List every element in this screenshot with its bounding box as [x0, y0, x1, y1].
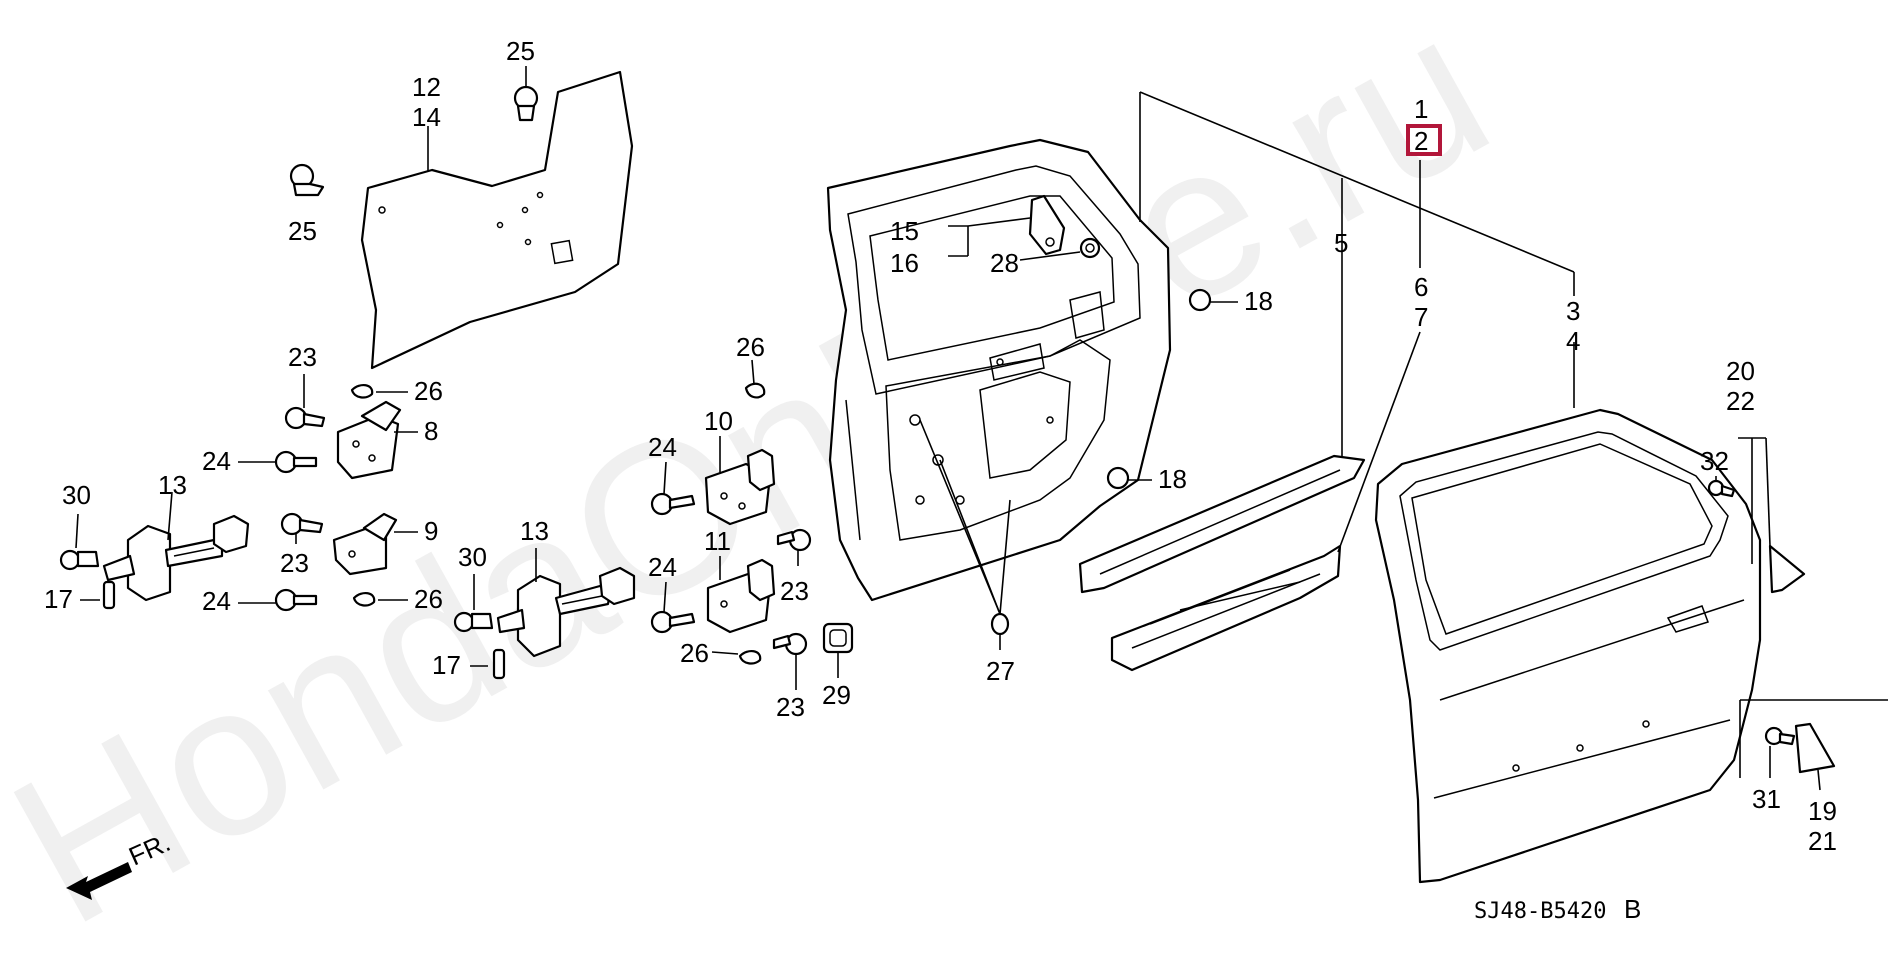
bolt-23-center-upper[interactable] [776, 528, 812, 552]
callout-5[interactable]: 5 [1334, 228, 1348, 258]
callout-28[interactable]: 28 [990, 248, 1019, 278]
bolt-24-center-lower[interactable] [650, 610, 696, 634]
callout-31[interactable]: 31 [1752, 784, 1781, 814]
callout-11[interactable]: 11 [704, 526, 731, 556]
door-insulation-panel[interactable] [360, 70, 634, 370]
callout-12[interactable]: 12 [412, 72, 441, 102]
clip-26-c[interactable] [744, 382, 766, 399]
callout-labels: 1 2 3 4 5 6 7 8 9 10 11 12 14 13 13 15 1… [44, 36, 1837, 856]
pin-17-center[interactable] [492, 648, 506, 680]
door-checker-13-left[interactable] [102, 514, 250, 602]
clip-26-d[interactable] [738, 650, 762, 665]
callout-30-left[interactable]: 30 [62, 480, 91, 510]
bolt-30-center[interactable] [453, 611, 494, 633]
diagram-code: SJ48-B5420 [1474, 899, 1606, 924]
callout-23-b[interactable]: 23 [280, 548, 309, 578]
callout-23-c[interactable]: 23 [780, 576, 809, 606]
clip-18-upper[interactable] [1188, 288, 1212, 312]
bolt-23-center-lower[interactable] [772, 632, 808, 656]
clip-25-left[interactable] [289, 163, 325, 197]
callout-20[interactable]: 20 [1726, 356, 1755, 386]
clip-26-a[interactable] [350, 384, 374, 399]
callout-23-d[interactable]: 23 [776, 692, 805, 722]
highlight-frame [1406, 124, 1442, 156]
callout-23-a[interactable]: 23 [288, 342, 317, 372]
clip-25-top[interactable] [513, 85, 539, 122]
callout-19[interactable]: 19 [1808, 796, 1837, 826]
callout-8[interactable]: 8 [424, 416, 438, 446]
clip-28[interactable] [1079, 237, 1101, 259]
callout-17-center[interactable]: 17 [432, 650, 461, 680]
callout-10[interactable]: 10 [704, 406, 733, 436]
clip-18-lower[interactable] [1106, 466, 1130, 490]
callout-27[interactable]: 27 [986, 656, 1015, 686]
window-molding-6-7[interactable] [1110, 544, 1342, 672]
callout-13-left[interactable]: 13 [158, 470, 187, 500]
callout-24-c[interactable]: 24 [648, 432, 677, 462]
bolt-24-center-upper[interactable] [650, 492, 696, 516]
callout-26-a[interactable]: 26 [414, 376, 443, 406]
callout-25-top[interactable]: 25 [506, 36, 535, 66]
callout-24-a[interactable]: 24 [202, 446, 231, 476]
bolt-23-upper-left[interactable] [284, 406, 326, 430]
hinge-8[interactable] [336, 400, 402, 480]
bolt-23-lower-left[interactable] [280, 512, 324, 536]
bolt-24-upper-left[interactable] [274, 450, 318, 474]
callout-16[interactable]: 16 [890, 248, 919, 278]
callout-26-c[interactable]: 26 [736, 332, 765, 362]
callout-22[interactable]: 22 [1726, 386, 1755, 416]
rear-door-inner-frame[interactable] [826, 138, 1172, 602]
callout-21[interactable]: 21 [1808, 826, 1837, 856]
clip-31[interactable] [1764, 726, 1796, 746]
door-checker-13-center[interactable] [496, 566, 636, 658]
grommet-29[interactable] [822, 622, 854, 654]
clip-32[interactable] [1707, 479, 1736, 498]
callout-24-b[interactable]: 24 [202, 586, 231, 616]
callout-2[interactable]: 2 [1414, 126, 1428, 156]
bracket-15[interactable] [1028, 194, 1066, 256]
trim-19[interactable] [1794, 722, 1836, 774]
callout-29[interactable]: 29 [822, 680, 851, 710]
callout-7[interactable]: 7 [1414, 302, 1428, 332]
callout-17-left[interactable]: 17 [44, 584, 73, 614]
callout-13-center[interactable]: 13 [520, 516, 549, 546]
rear-door-outer-shell[interactable] [1374, 408, 1762, 884]
callout-26-d[interactable]: 26 [680, 638, 709, 668]
callout-4[interactable]: 4 [1566, 326, 1580, 356]
callout-15[interactable]: 15 [890, 216, 919, 246]
callout-9[interactable]: 9 [424, 516, 438, 546]
sash-molding-5[interactable] [1078, 454, 1366, 594]
callout-18-upper[interactable]: 18 [1244, 286, 1273, 316]
callout-14[interactable]: 14 [412, 102, 441, 132]
bolt-24-lower-left[interactable] [274, 588, 318, 612]
hinge-10[interactable] [704, 448, 776, 526]
trim-20[interactable] [1768, 544, 1806, 594]
callout-18-lower[interactable]: 18 [1158, 464, 1187, 494]
bolt-30-left[interactable] [59, 549, 100, 571]
callout-24-d[interactable]: 24 [648, 552, 677, 582]
callout-30-center[interactable]: 30 [458, 542, 487, 572]
callout-32[interactable]: 32 [1700, 446, 1729, 476]
callout-1[interactable]: 1 [1414, 94, 1428, 124]
clip-26-b[interactable] [352, 592, 376, 607]
diagram-variant: B [1624, 894, 1641, 924]
hinge-11[interactable] [706, 558, 776, 634]
seal-27[interactable] [990, 612, 1010, 636]
callout-25-left[interactable]: 25 [288, 216, 317, 246]
callout-26-b[interactable]: 26 [414, 584, 443, 614]
callout-6[interactable]: 6 [1414, 272, 1428, 302]
hinge-9[interactable] [332, 512, 398, 576]
pin-17-left[interactable] [102, 580, 116, 610]
callout-3[interactable]: 3 [1566, 296, 1580, 326]
